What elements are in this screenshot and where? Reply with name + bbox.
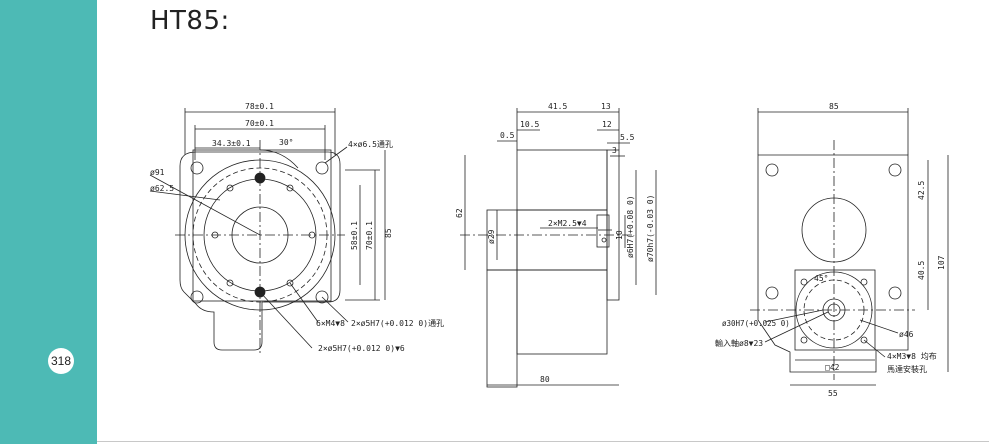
dim-text: 62 <box>455 208 464 218</box>
note-text: 6×M4▼8 <box>316 319 345 328</box>
note-text: 馬達安裝孔 <box>887 364 927 374</box>
leader <box>764 309 824 323</box>
angle-arc <box>259 149 299 169</box>
dim-text: 10.5 <box>520 120 539 129</box>
front-view: 78±0.1 70±0.1 34.3±0.1 30° 4×ø6.5通孔 ø91 … <box>149 102 444 355</box>
dim-text: 85 <box>829 102 839 111</box>
dim-text: ø6H7(+0.08 0) <box>626 195 635 258</box>
motor-hole <box>860 278 868 286</box>
dim-text: 78±0.1 <box>245 102 274 111</box>
leader <box>859 319 899 334</box>
dim-text: 0.5 <box>500 131 515 140</box>
leader <box>863 339 886 358</box>
leader <box>764 311 829 343</box>
corner-hole <box>888 163 902 177</box>
dim-text: 34.3±0.1 <box>212 139 251 148</box>
note-text: 2×ø5H7(+0.012 0)通孔 <box>351 318 444 328</box>
note-text: 4×M3▼8 均布 <box>887 351 937 361</box>
dim-text: 4×ø6.5通孔 <box>348 139 393 149</box>
motor-hole <box>800 278 808 286</box>
motor-hole <box>800 336 808 344</box>
dim-text: 58±0.1 <box>350 221 359 250</box>
page-number: 318 <box>48 348 74 374</box>
dim-text: 107 <box>937 255 946 270</box>
corner-hole <box>888 286 902 300</box>
leader <box>289 282 319 323</box>
note-text: 2×ø5H7(+0.012 0)▼6 <box>318 344 405 353</box>
corner-hole <box>765 163 779 177</box>
dim-text: 70±0.1 <box>245 119 274 128</box>
flange-left <box>486 269 518 388</box>
dim-text: 40.5 <box>917 261 926 280</box>
body-upper <box>516 149 608 211</box>
leader <box>324 146 348 164</box>
dim-text: 2×M2.5▼4 <box>548 219 587 228</box>
leader <box>321 296 349 323</box>
corner-hole <box>315 290 329 304</box>
flange-square <box>192 149 332 302</box>
dim-text: ø30H7(+0.025 0) <box>722 319 790 328</box>
dim-text: ø70h7(-0.03 0) <box>646 195 655 262</box>
dim-text: 12 <box>602 120 612 129</box>
side-view: 41.5 13 10.5 12 0.5 5.5 3 62 ø29 2×M2.5▼… <box>455 102 657 388</box>
corner-hole <box>315 161 329 175</box>
dim-text: 10 <box>615 230 624 240</box>
leader <box>149 174 261 236</box>
dim-text: 85 <box>384 228 393 238</box>
dim-text: 5.5 <box>620 133 635 142</box>
body-lower <box>516 269 608 355</box>
page-title: HT85: <box>150 6 230 36</box>
dim-text: □42 <box>825 363 840 372</box>
tapped-hole <box>286 184 294 192</box>
dim-text: 55 <box>828 389 838 398</box>
dim-text: ø62.5 <box>150 184 174 193</box>
corner-hole <box>190 161 204 175</box>
note-text: 輸入軸ø8▼23 <box>715 338 763 348</box>
rear-view: 85 42.5 40.5 107 45° ø30H7(+0.025 0) ø46… <box>715 102 949 398</box>
sidebar-band <box>0 0 97 444</box>
tapped-hole <box>286 279 294 287</box>
bottom-rule <box>97 441 989 442</box>
leader <box>149 190 221 201</box>
dim-text: 45° <box>814 274 828 283</box>
dim-text: 3 <box>612 146 617 155</box>
flange-outline <box>179 151 341 351</box>
corner-hole <box>765 286 779 300</box>
dim-text: 42.5 <box>917 181 926 200</box>
corner-hole <box>190 290 204 304</box>
dim-text: 80 <box>540 375 550 384</box>
rear-outline <box>757 154 909 373</box>
dim-text: ø46 <box>899 330 914 339</box>
output-flange <box>606 149 620 301</box>
tapped-hole <box>601 237 607 243</box>
dim-text: 30° <box>279 138 293 147</box>
output-shaft <box>596 214 610 248</box>
leader <box>259 291 313 349</box>
dim-text: ø29 <box>487 229 496 244</box>
tapped-hole <box>226 184 234 192</box>
motor-hole <box>860 336 868 344</box>
tapped-hole <box>226 279 234 287</box>
dim-text: 41.5 <box>548 102 567 111</box>
dim-text: 70±0.1 <box>365 221 374 250</box>
dim-text: 13 <box>601 102 611 111</box>
dim-text: ø91 <box>150 168 165 177</box>
